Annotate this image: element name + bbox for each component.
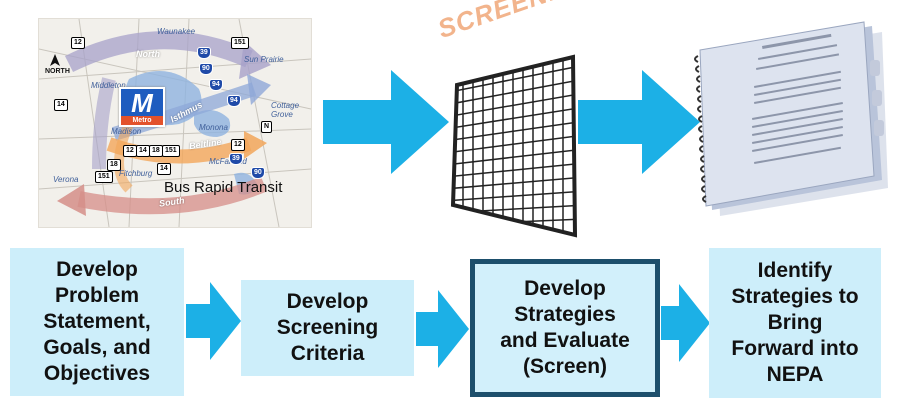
place-label: Madison	[111, 127, 142, 136]
interstate-shield: 94	[209, 79, 223, 91]
place-label: Cottage Grove	[271, 101, 300, 119]
flow-arrow-3	[661, 284, 710, 362]
step-label: Identify Strategies to Bring Forward int…	[731, 259, 859, 386]
interstate-shield: 39	[197, 47, 211, 59]
route-shield: 12	[123, 145, 137, 157]
flow-arrow-2	[416, 290, 469, 368]
interstate-shield: 90	[199, 63, 213, 75]
route-shield: N	[261, 121, 273, 133]
flow-arrow-top-1	[323, 70, 449, 174]
screening-grid-icon	[450, 54, 578, 238]
transit-map: NORTH North Isthmus Beltline South Wauna…	[38, 18, 312, 228]
interstate-shield: 94	[227, 95, 241, 107]
step-label: Develop Screening Criteria	[276, 290, 379, 365]
route-shield: 18	[149, 145, 163, 157]
spiral-bound-report-icon	[694, 21, 888, 216]
flow-arrow-top-2	[578, 70, 700, 174]
metro-logo-letter: M	[131, 88, 153, 118]
place-label: Monona	[199, 123, 228, 132]
map-caption: Bus Rapid Transit	[164, 179, 283, 196]
route-shield: 18	[107, 159, 121, 171]
step-label: Develop Strategies and Evaluate (Screen)	[500, 277, 630, 378]
flow-arrow-1	[186, 282, 241, 360]
place-label: Fitchburg	[119, 169, 153, 178]
route-shield: 14	[54, 99, 68, 111]
north-indicator: NORTH	[45, 68, 70, 75]
metro-logo-icon: M Metro	[119, 87, 165, 127]
step-label: Develop Problem Statement, Goals, and Ob…	[43, 258, 151, 385]
place-label: McFarland	[209, 157, 247, 166]
place-label: Middleton	[91, 81, 126, 90]
place-label: Waunakee	[157, 27, 196, 36]
screening-label: SCREENING	[433, 0, 599, 45]
step-box-identify-strategies: Identify Strategies to Bring Forward int…	[709, 248, 881, 398]
step-box-screening-criteria: Develop Screening Criteria	[241, 280, 414, 376]
route-shield: 151	[95, 171, 113, 183]
map-graphics	[39, 19, 311, 227]
route-shield: 12	[71, 37, 85, 49]
route-shield: 14	[157, 163, 171, 175]
place-label: Sun Prairie	[244, 55, 284, 64]
metro-logo-text: Metro	[121, 116, 163, 125]
route-shield: 14	[136, 145, 150, 157]
corridor-label-north: North	[136, 49, 160, 59]
route-shield: 151	[162, 145, 180, 157]
route-shield: 12	[231, 139, 245, 151]
interstate-shield: 90	[251, 167, 265, 179]
place-label: Verona	[53, 175, 79, 184]
step-box-problem-statement: Develop Problem Statement, Goals, and Ob…	[10, 248, 184, 396]
interstate-shield: 39	[229, 153, 243, 165]
step-box-develop-strategies: Develop Strategies and Evaluate (Screen)	[470, 259, 660, 397]
route-shield: 151	[231, 37, 249, 49]
